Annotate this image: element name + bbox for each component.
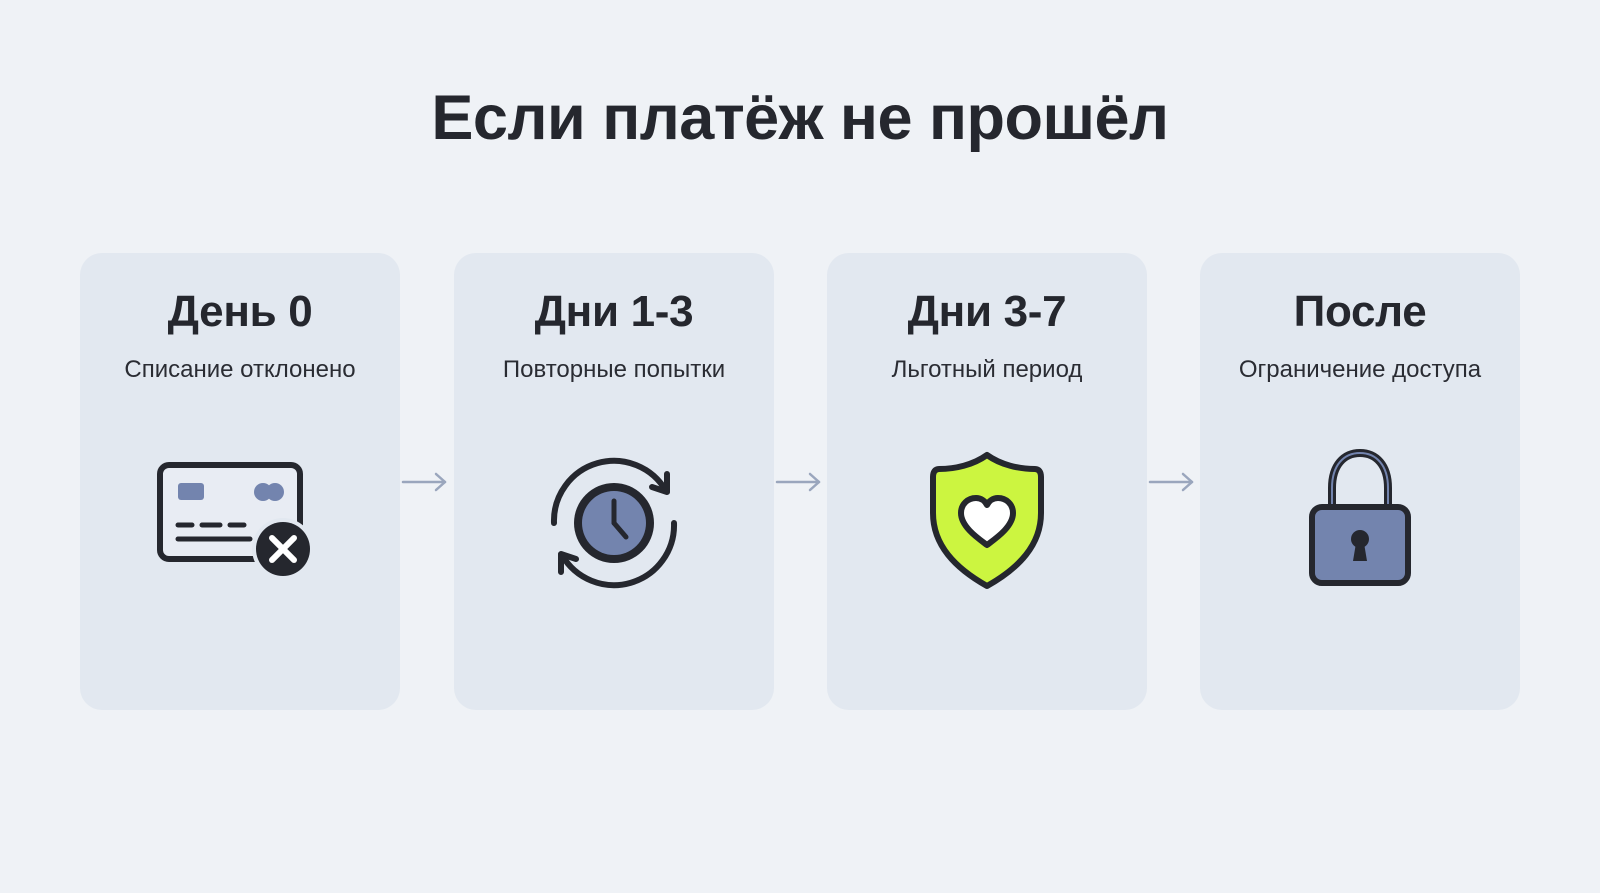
stage-subtitle: Повторные попытки	[502, 356, 726, 383]
stage-card-after: После Ограничение доступа	[1200, 253, 1520, 710]
stage-card-days-1-3: Дни 1-3 Повторные попытки	[454, 253, 774, 710]
stage-title: Дни 3-7	[907, 287, 1067, 336]
stage-subtitle: Списание отклонено	[124, 356, 356, 383]
stage-title: Дни 1-3	[534, 287, 694, 336]
declined-card-icon	[140, 443, 340, 603]
stages-flow: День 0 Списание отклонено	[80, 253, 1520, 710]
stage-title: День 0	[167, 287, 313, 336]
arrow-right-icon	[401, 472, 449, 492]
shield-heart-icon	[887, 443, 1087, 603]
arrow-right-icon	[775, 472, 823, 492]
stage-subtitle: Ограничение доступа	[1238, 356, 1482, 383]
arrow-right-icon	[1148, 472, 1196, 492]
page-title: Если платёж не прошёл	[431, 83, 1169, 153]
stage-card-days-3-7: Дни 3-7 Льготный период	[827, 253, 1147, 710]
retry-clock-icon	[514, 443, 714, 603]
stage-card-day-0: День 0 Списание отклонено	[80, 253, 400, 710]
stage-title: После	[1293, 287, 1427, 336]
padlock-icon	[1260, 443, 1460, 603]
stage-subtitle: Льготный период	[891, 356, 1083, 383]
